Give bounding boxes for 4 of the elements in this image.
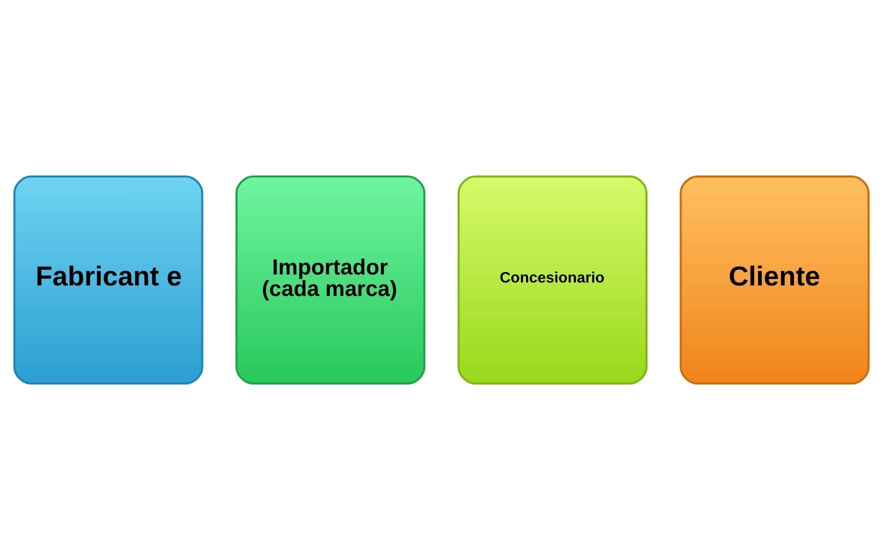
node-box: Fabricant e [13,174,204,384]
node-box: Cliente [680,174,870,384]
node-box: Importador (cada marca) [236,174,426,384]
node-box: Concesionario [458,174,648,384]
